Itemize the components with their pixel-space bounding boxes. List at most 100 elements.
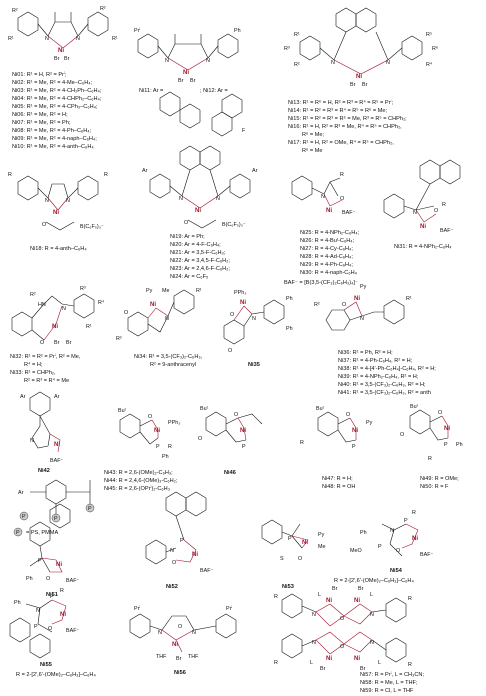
r2-label: R² bbox=[294, 62, 300, 68]
caption-ni32-33: Ni32: R¹ = R² = Prⁱ, R² = Me, R⁴ = H; Ni… bbox=[10, 352, 81, 384]
n-atom: N bbox=[165, 316, 169, 322]
caption-line: Ni58: R = Me, L = THF; bbox=[360, 680, 418, 686]
ni-center: Ni bbox=[352, 428, 358, 434]
n-atom: N bbox=[45, 198, 49, 204]
structure-ni49-50: O Ni P Ph O Buᵗ R Ni49: R = OMe; Ni50: R… bbox=[400, 404, 463, 490]
o-atom: O bbox=[172, 560, 176, 566]
structure-ni01-10: N N Ni Br Br R² R² R¹ R¹ bbox=[8, 6, 118, 62]
n-atom: N bbox=[76, 36, 80, 42]
r-label: R bbox=[442, 202, 446, 208]
baf-label: BAF⁻ bbox=[440, 228, 453, 234]
caption-line: R⁶ = Me bbox=[302, 147, 323, 154]
n-atom: N bbox=[66, 198, 70, 204]
r-label: R bbox=[412, 510, 416, 516]
caption-line: Ni44: R = 2,4,6-(OMe)₃-C₆H₂; bbox=[104, 478, 178, 484]
o-atom: O bbox=[46, 576, 50, 582]
o-atom: O bbox=[178, 624, 182, 630]
o-atom: O bbox=[342, 302, 346, 308]
r-label: R bbox=[274, 660, 278, 666]
ni-center: Ni bbox=[444, 426, 450, 432]
n-atom: N bbox=[165, 58, 169, 64]
caption-line: Ni24: Ar = C₆F₅ bbox=[170, 274, 208, 280]
baf-label: BAF⁻ bbox=[66, 628, 79, 634]
structure-ni57-59: Ni Ni Ni Ni N N N N O O Br Br Br Br L L … bbox=[274, 586, 412, 672]
caption-ni43-45: Ni43: R = 2,6-(OMe)₂-C₆H₃; Ni44: R = 2,4… bbox=[104, 470, 178, 492]
polymer-bead-icon bbox=[85, 503, 95, 513]
o-atom: O bbox=[184, 220, 188, 226]
o-atom: O bbox=[148, 414, 152, 420]
r3-label: R³ bbox=[80, 286, 86, 292]
o-atom: O bbox=[400, 432, 404, 438]
caption-line: Ni35 bbox=[248, 362, 260, 368]
o-atom: O bbox=[340, 644, 344, 650]
n-atom: N bbox=[252, 316, 256, 322]
caption-ni57-59: Ni57: R = Prⁱ, L = CH₃CN; Ni58: R = Me, … bbox=[360, 670, 424, 694]
structure-ni11-12: N N Ni Br Br Prⁱ Ph Ni11: Ar = ; Ni12: A… bbox=[134, 27, 246, 137]
br-atom: Br bbox=[178, 78, 184, 84]
n-atom: N bbox=[321, 194, 325, 200]
ni-center: Ni bbox=[183, 70, 189, 76]
caption-line: Ni53 bbox=[282, 584, 294, 590]
structure-ni55: N P Ni P O Ph R BAF⁻ Ni55 R = 2-[2',6'-(… bbox=[9, 588, 96, 678]
n-atom: N bbox=[206, 58, 210, 64]
ni-center: Ni bbox=[412, 536, 418, 542]
ni-center: Ni bbox=[356, 74, 362, 80]
baf-label: BAF⁻ bbox=[66, 578, 79, 584]
caption-line: Ni05: R¹ = Me, R² = 4-CPh₃–C₆H₄; bbox=[12, 104, 98, 110]
n-atom: N bbox=[386, 60, 390, 66]
pri-label: Prⁱ bbox=[134, 27, 140, 34]
p-atom: P bbox=[352, 444, 356, 450]
n-atom: N bbox=[216, 196, 220, 202]
caption-line: Ni32: R¹ = R² = Prⁱ, R² = Me, bbox=[10, 352, 81, 360]
r1-label: R¹ bbox=[196, 288, 202, 294]
caption-line: Ni29: R = 4-Ph-C₆H₄; bbox=[300, 262, 353, 268]
ph-label: Ph bbox=[26, 576, 33, 582]
hn-atom: HN bbox=[38, 302, 46, 308]
caption-line: R⁶ = Me; bbox=[302, 131, 324, 138]
me-label: Me bbox=[318, 544, 326, 550]
caption-line: Ni57: R = Prⁱ, L = CH₃CN; bbox=[360, 670, 424, 678]
br-atom: Br bbox=[360, 666, 366, 672]
baf-label: BAF⁻ bbox=[200, 568, 213, 574]
caption-line: Ni56 bbox=[174, 670, 186, 676]
ni-center: Ni bbox=[354, 656, 360, 662]
ni-center: Ni bbox=[54, 442, 60, 448]
caption-line: Ni38: R¹ = 4-[4'-Ph-C₆H₄]-C₆H₄, R² = H; bbox=[338, 366, 436, 372]
r-label: R bbox=[428, 456, 432, 462]
caption-ni36-41: Ni36: R¹ = Ph, R² = H; Ni37: R¹ = 4-Ph-C… bbox=[338, 350, 436, 396]
caption-line: Ni08: R¹ = Me, R² = 4-Ph–C₆H₄; bbox=[12, 128, 92, 134]
caption-line: Ni39: R¹ = 4-NPh₂-C₆H₄, R² = H; bbox=[338, 374, 419, 380]
caption-line: Ni21: Ar = 3,5-F-C₆H₃; bbox=[170, 250, 226, 256]
ni-center: Ni bbox=[58, 48, 64, 54]
caption-line: Ni16: R¹ = H, R² = R³ = Me, R⁴ = R⁵ = CH… bbox=[288, 123, 402, 130]
structure-ni53: P Ni Me Py S O Ni53 bbox=[261, 519, 326, 590]
br-atom: Br bbox=[64, 56, 70, 62]
caption-line: ; Ni12: Ar = bbox=[200, 88, 228, 94]
r-label: R bbox=[60, 588, 64, 594]
ni-center: Ni bbox=[56, 562, 62, 568]
but-label: Buᵗ bbox=[410, 404, 419, 410]
r-label: R bbox=[168, 444, 172, 450]
n-atom: N bbox=[158, 630, 162, 636]
r-label: R bbox=[340, 172, 344, 178]
caption-line: Ni34: R¹ = 3,5-(CF₃)₂-C₆H₃, bbox=[134, 354, 203, 360]
n-atom: N bbox=[36, 608, 40, 614]
caption-line: Ni02: R¹ = Me, R² = 4-Me–C₆H₄; bbox=[12, 80, 93, 86]
caption-line: R² = R³ = R⁴ = Me bbox=[24, 377, 69, 384]
ni-center: Ni bbox=[53, 210, 59, 216]
caption-line: Ni48: R = OH bbox=[322, 484, 355, 490]
o-atom: O bbox=[230, 312, 234, 318]
caption-line: Ni22: Ar = 3,4,5-F-C₆H₂; bbox=[170, 258, 230, 264]
caption-line: Ni11: Ar = bbox=[139, 88, 163, 94]
o-atom: O bbox=[42, 222, 46, 228]
structure-polymer-supported: P P P P Ar = PS, PMMA bbox=[13, 479, 95, 537]
n-atom: N bbox=[170, 548, 174, 554]
caption-line: Ni30: R = 4-naph-C₆H₄ bbox=[300, 270, 358, 276]
ni-center: Ni bbox=[326, 656, 332, 662]
o-atom: O bbox=[48, 626, 52, 632]
br-atom: Br bbox=[358, 586, 364, 592]
r-label: R bbox=[274, 594, 278, 600]
ni-center: Ni bbox=[354, 598, 360, 604]
ni-center: Ni bbox=[240, 428, 246, 434]
r-label: R bbox=[408, 662, 412, 668]
